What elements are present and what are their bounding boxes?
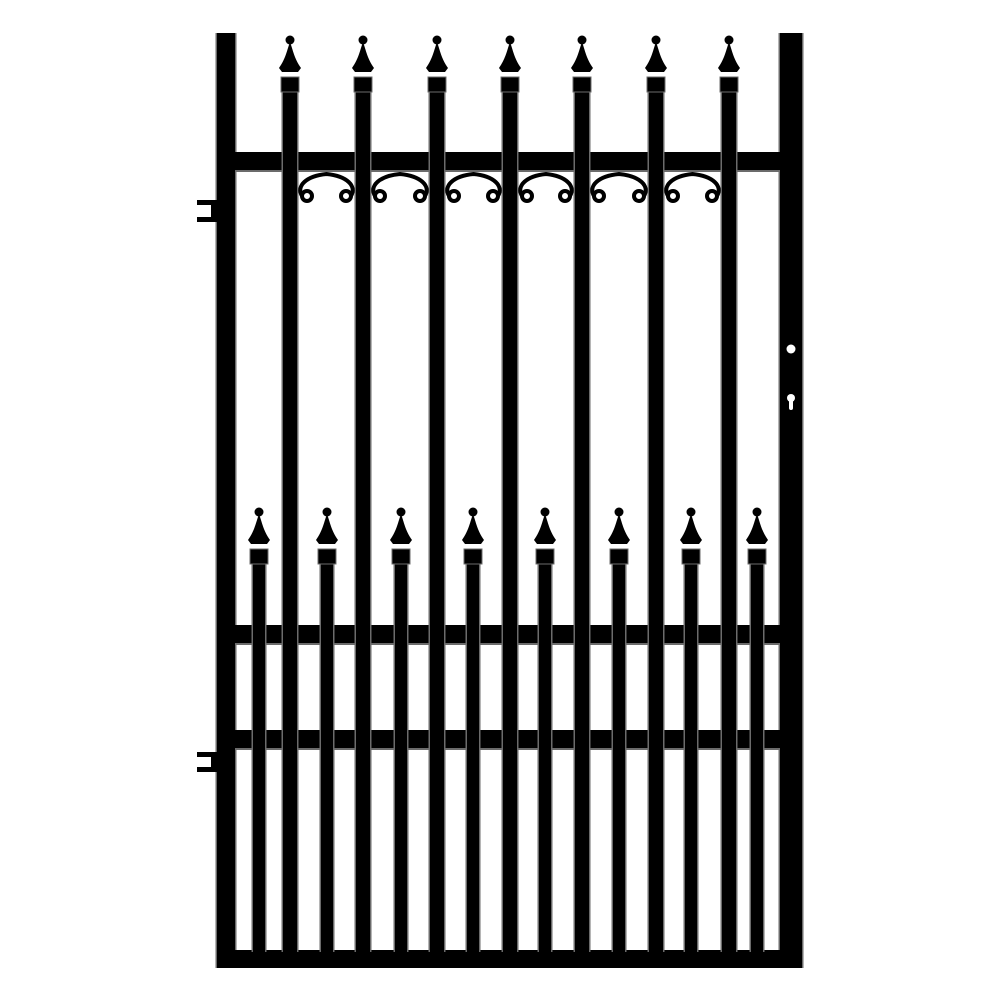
tall-picket xyxy=(503,92,517,952)
short-picket-finial-spear xyxy=(534,514,556,544)
scroll-curl-right xyxy=(705,189,719,203)
tall-picket xyxy=(575,92,589,952)
tall-picket-finial-ball xyxy=(724,35,734,45)
tall-picket-finial-collar xyxy=(719,76,739,93)
scroll-curl-left xyxy=(373,189,387,203)
scroll-curl-left xyxy=(520,189,534,203)
scroll-curl-right xyxy=(558,189,572,203)
tall-picket xyxy=(649,92,663,952)
short-picket-finial-spear xyxy=(680,514,702,544)
scroll-arch xyxy=(590,171,648,198)
scroll-curl-left xyxy=(666,189,680,203)
decorative-scrolls xyxy=(298,171,721,203)
hinge-lower-strap xyxy=(197,767,217,772)
tall-picket-finial-collar xyxy=(353,76,373,93)
tall-picket-finial-collar xyxy=(500,76,520,93)
tall-picket-finial-spear xyxy=(352,42,374,72)
keyhole-slot xyxy=(789,398,793,410)
short-picket-finial-spear xyxy=(248,514,270,544)
tall-picket-finial-ball xyxy=(577,35,587,45)
tall-picket-finial-ball xyxy=(432,35,442,45)
tall-picket-finial-spear xyxy=(426,42,448,72)
short-picket-finial-ball xyxy=(614,507,624,517)
short-picket-finial-collar xyxy=(249,548,269,565)
short-picket xyxy=(321,562,333,952)
short-picket-finial-spear xyxy=(746,514,768,544)
tall-picket-finial-collar xyxy=(427,76,447,93)
left-stile xyxy=(217,33,235,968)
short-picket-finial-collar xyxy=(535,548,555,565)
short-picket-finial-ball xyxy=(752,507,762,517)
lock-handle-hole xyxy=(786,344,796,354)
short-picket-finial-ball xyxy=(396,507,406,517)
scroll-arch xyxy=(518,171,574,198)
scroll-curl-right xyxy=(339,189,353,203)
tall-picket-finial-spear xyxy=(718,42,740,72)
short-picket xyxy=(395,562,407,952)
short-picket-finial-collar xyxy=(747,548,767,565)
hinge-upper-strap xyxy=(197,200,217,205)
tall-picket xyxy=(356,92,370,952)
tall-picket-finial-spear xyxy=(279,42,301,72)
tall-picket-finial-ball xyxy=(358,35,368,45)
scroll-curl-left xyxy=(300,189,314,203)
short-picket-finial-spear xyxy=(608,514,630,544)
scroll-curl-right xyxy=(632,189,646,203)
short-picket-finial-collar xyxy=(609,548,629,565)
short-picket-finial-ball xyxy=(686,507,696,517)
short-picket-finial-ball xyxy=(468,507,478,517)
tall-picket-finial-collar xyxy=(572,76,592,93)
tall-picket xyxy=(722,92,736,952)
tall-picket-finial-ball xyxy=(285,35,295,45)
bottom-rail xyxy=(217,950,802,968)
tall-picket-finial-collar xyxy=(280,76,300,93)
gate-pickets xyxy=(248,35,768,952)
right-stile xyxy=(780,33,802,968)
scroll-curl-right xyxy=(413,189,427,203)
tall-picket-finial-spear xyxy=(645,42,667,72)
scroll-arch xyxy=(298,171,355,198)
short-picket-finial-spear xyxy=(462,514,484,544)
tall-picket-finial-collar xyxy=(646,76,666,93)
gate-hardware xyxy=(197,200,796,772)
short-picket xyxy=(613,562,625,952)
short-picket-finial-collar xyxy=(391,548,411,565)
tall-picket-finial-spear xyxy=(499,42,521,72)
short-picket-finial-collar xyxy=(317,548,337,565)
scroll-arch xyxy=(371,171,429,198)
hinge-upper-strap xyxy=(197,752,217,757)
short-picket xyxy=(253,562,265,952)
scroll-curl-left xyxy=(447,189,461,203)
tall-picket xyxy=(283,92,297,952)
hinge-pin xyxy=(211,752,217,772)
short-picket-finial-ball xyxy=(540,507,550,517)
short-picket xyxy=(751,562,763,952)
hinge-lower-strap xyxy=(197,217,217,222)
short-picket xyxy=(467,562,479,952)
short-picket-finial-ball xyxy=(254,507,264,517)
tall-picket-finial-spear xyxy=(571,42,593,72)
short-picket xyxy=(685,562,697,952)
tall-picket-finial-ball xyxy=(505,35,515,45)
short-picket-finial-collar xyxy=(463,548,483,565)
scroll-arch xyxy=(664,171,721,198)
hinge-pin xyxy=(211,200,217,222)
short-picket-finial-spear xyxy=(390,514,412,544)
scroll-curl-right xyxy=(486,189,500,203)
scroll-curl-left xyxy=(592,189,606,203)
scroll-arch xyxy=(445,171,502,198)
short-picket-finial-ball xyxy=(322,507,332,517)
tall-picket xyxy=(430,92,444,952)
short-picket xyxy=(539,562,551,952)
short-picket-finial-spear xyxy=(316,514,338,544)
short-picket-finial-collar xyxy=(681,548,701,565)
tall-picket-finial-ball xyxy=(651,35,661,45)
